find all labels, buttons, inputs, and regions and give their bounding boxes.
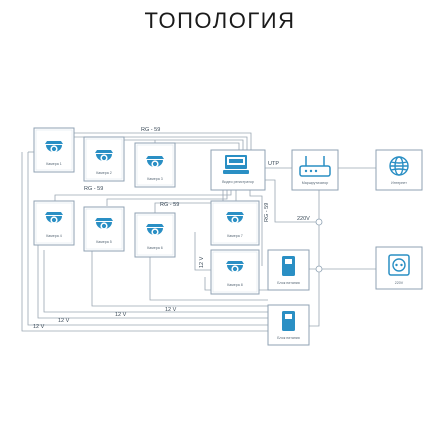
camera-6[interactable]: Камера 6 (134, 212, 176, 258)
dvr[interactable]: Видео регистратор (210, 149, 266, 191)
wire-label-12v-e: 12 V (199, 256, 205, 268)
power-socket-icon (388, 254, 410, 276)
power-supply-1-label: Блок питания (277, 281, 300, 285)
power-supply-2[interactable]: Блок питания (267, 304, 310, 346)
wire-label-rg59-mid: RG - 59 (84, 186, 103, 192)
wire-label-12v-b: 12 V (58, 318, 70, 324)
power-socket[interactable]: 220V (375, 246, 423, 290)
dvr-label: Видео регистратор (222, 180, 254, 184)
camera-6-label: Камера 6 (147, 246, 163, 250)
camera-1[interactable]: Камера 1 (33, 127, 75, 173)
camera-3[interactable]: Камера 3 (134, 142, 176, 188)
wire-label-12v-a: 12 V (33, 324, 45, 330)
junctions (315, 218, 323, 273)
power-supply-icon (282, 256, 295, 276)
page-title: ТОПОЛОГИЯ (144, 8, 296, 33)
camera-5-label: Камера 5 (96, 240, 112, 244)
router[interactable]: Маршрутизатор (291, 149, 339, 191)
camera-3-label: Камера 3 (147, 177, 163, 181)
camera-4[interactable]: Камера 4 (33, 200, 75, 246)
power-socket-label: 220V (395, 281, 404, 285)
wire-label-rg59-vert: RG - 59 (264, 203, 270, 222)
internet-label: Интернет (391, 181, 407, 185)
wire-labels: RG - 59 RG - 59 RG - 59 RG - 59 UTP 220V… (33, 127, 310, 330)
camera-5[interactable]: Камера 5 (83, 206, 125, 252)
power-supply-2-label: Блок питания (277, 336, 300, 340)
power-supply-icon (282, 311, 295, 331)
camera-7-label: Камера 7 (227, 234, 243, 238)
wire-label-rg59-low: RG - 59 (160, 202, 179, 208)
globe-icon (389, 156, 409, 176)
router-label: Маршрутизатор (302, 181, 329, 185)
camera-4-label: Камера 4 (46, 234, 62, 238)
wire-label-rg59-top: RG - 59 (141, 127, 160, 133)
power-supply-1[interactable]: Блок питания (267, 249, 310, 291)
internet[interactable]: Интернет (375, 149, 423, 191)
wiring (21, 130, 376, 332)
camera-2[interactable]: Камера 2 (83, 136, 125, 182)
camera-8-label: Камера 8 (227, 283, 243, 287)
camera-7[interactable]: Камера 7 (210, 200, 260, 246)
wire-label-utp: UTP (268, 161, 279, 167)
camera-2-label: Камера 2 (96, 171, 112, 175)
dvr-icon (223, 155, 249, 174)
camera-8[interactable]: Камера 8 (210, 249, 260, 295)
wire-label-220v: 220V (297, 216, 310, 222)
wire-label-12v-c: 12 V (115, 312, 127, 318)
router-icon (299, 156, 331, 177)
camera-1-label: Камера 1 (46, 162, 62, 166)
wire-label-12v-d: 12 V (165, 307, 177, 313)
